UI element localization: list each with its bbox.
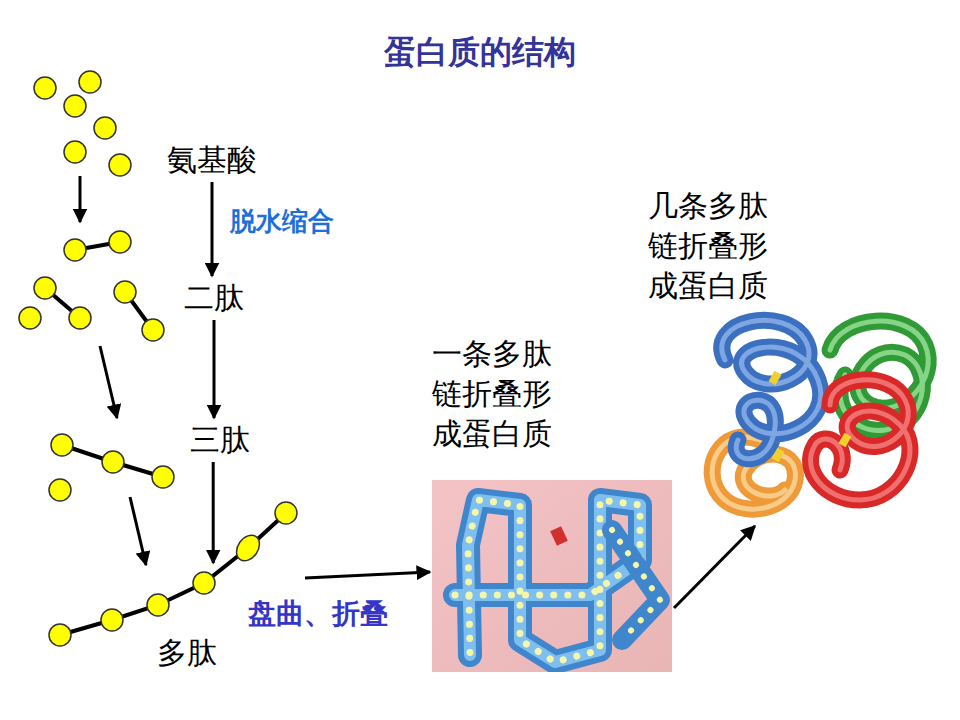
bond-marker — [772, 448, 785, 462]
node-text: 几条多肽链折叠形成蛋白质 — [648, 186, 777, 306]
connector-arrow — [213, 320, 216, 418]
amino-acid-dot — [147, 594, 169, 616]
amino-acid-dot — [109, 231, 131, 253]
red-chain — [811, 380, 910, 500]
amino-acid-dot — [232, 531, 264, 565]
bond-marker — [839, 433, 852, 447]
folded-chain-residues — [612, 530, 660, 640]
amino-acid-dot — [102, 451, 124, 473]
amino-acid-dot — [19, 307, 41, 329]
amino-acid-dot — [64, 95, 86, 117]
amino-acid-dot — [34, 277, 56, 299]
edge-label: 盘曲、折叠 — [248, 596, 388, 632]
orange-chain-highlight — [712, 437, 795, 509]
connector-arrow — [212, 462, 215, 563]
connector-arrow — [674, 526, 755, 608]
node-text: 二肽 — [184, 278, 244, 318]
step-arrow — [130, 497, 146, 565]
stage-label-node: 氨基酸 — [163, 138, 261, 182]
orange-chain — [712, 437, 795, 509]
protein-picture-ground — [432, 480, 672, 672]
connector-arrow — [211, 182, 214, 276]
diagram-title: 蛋白质的结构 — [384, 32, 576, 72]
connector-arrow — [305, 572, 430, 578]
amino-acid-dot — [64, 141, 86, 163]
bond-marker — [550, 526, 568, 546]
amino-acid-dot — [49, 479, 71, 501]
amino-acid-dot — [275, 502, 297, 524]
amino-acid-dot — [79, 71, 101, 93]
stage-label-node: 二肽 — [180, 276, 248, 320]
red-chain-highlight — [811, 380, 910, 500]
blue-chain — [722, 320, 821, 458]
node-text: 三肽 — [190, 420, 250, 460]
node-text: 一条多肽链折叠形成蛋白质 — [432, 334, 561, 454]
folded-chain — [612, 530, 660, 640]
amino-acid-dot — [142, 319, 164, 341]
amino-acid-dot — [101, 609, 123, 631]
step-arrow — [100, 346, 117, 418]
stage-label-node: 三肽 — [186, 418, 254, 462]
amino-acid-dot — [51, 434, 73, 456]
protein-picture-node: 一条多肽链折叠形成蛋白质 — [430, 334, 674, 674]
amino-acid-dot — [69, 307, 91, 329]
amino-acid-dot — [94, 117, 116, 139]
node-text: 多肽 — [157, 633, 217, 673]
amino-acid-dot — [109, 154, 131, 176]
protein-picture-node: 几条多肽链折叠形成蛋白质 — [646, 186, 946, 526]
amino-acid-dot — [34, 77, 56, 99]
step-arrow — [79, 176, 82, 222]
amino-acid-dot — [152, 466, 174, 488]
edge-label: 脱水缩合 — [230, 203, 334, 239]
amino-acid-dot — [114, 281, 136, 303]
bond-marker — [769, 371, 782, 385]
amino-acid-dot — [49, 624, 71, 646]
node-text: 氨基酸 — [167, 140, 257, 180]
blue-chain-highlight — [722, 320, 821, 458]
amino-acid-dot — [64, 239, 86, 261]
amino-acid-dot — [193, 572, 215, 594]
